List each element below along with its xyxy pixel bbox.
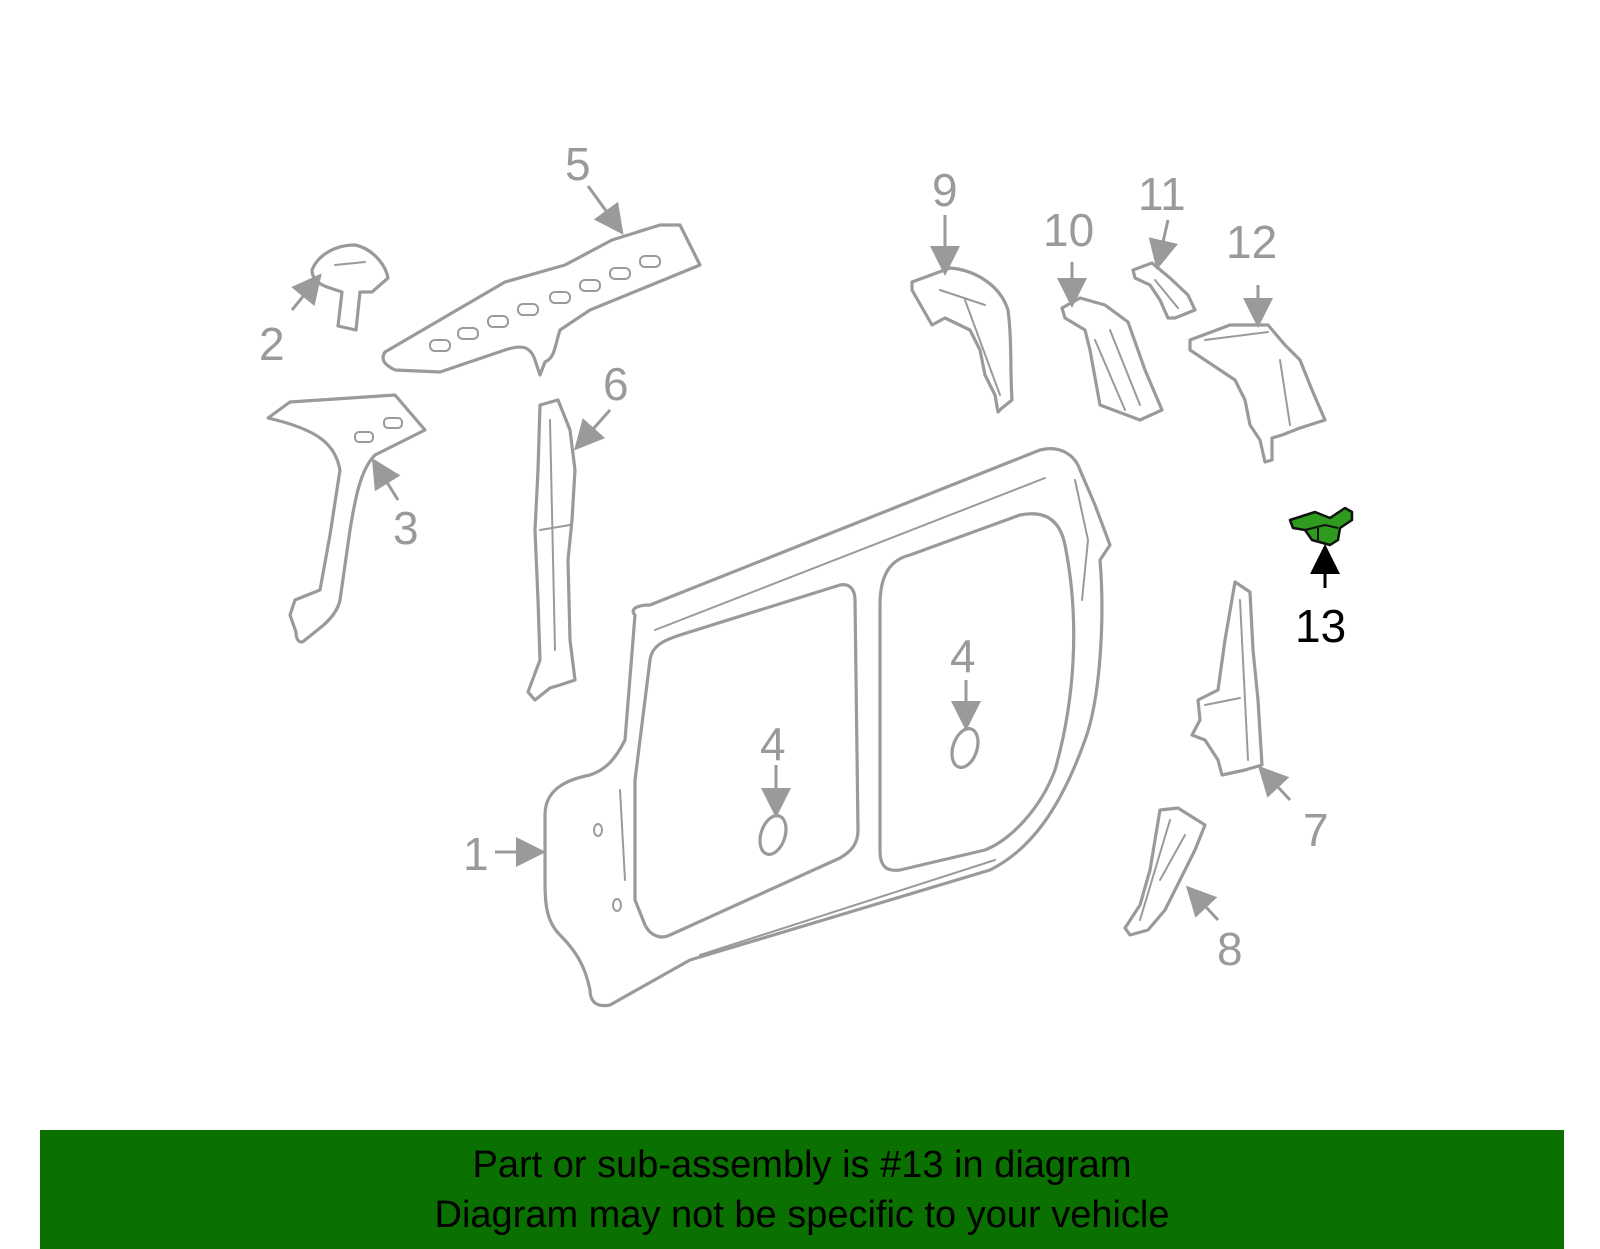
callout-4a: 4 (950, 630, 976, 682)
part-2-bracket (310, 243, 390, 332)
callout-1: 1 (463, 828, 489, 880)
callout-11: 11 (1138, 168, 1186, 220)
banner-line-disclaimer: Diagram may not be specific to your vehi… (434, 1193, 1170, 1236)
callout-7: 7 (1303, 804, 1329, 856)
callout-2: 2 (259, 318, 285, 370)
callout-3: 3 (393, 502, 419, 554)
callout-10: 10 (1043, 204, 1094, 256)
callout-9: 9 (932, 164, 958, 216)
part-6-b-pillar (526, 398, 577, 702)
part-4-plugs (758, 727, 980, 856)
callout-4b: 4 (760, 718, 786, 770)
callout-arrows (290, 185, 1340, 922)
part-11-gusset (1131, 261, 1197, 320)
callout-13: 13 (1295, 600, 1346, 652)
part-3-pillar (266, 393, 427, 644)
part-5-roof-rail (381, 223, 702, 377)
part-1-side-panel (543, 447, 1112, 1008)
part-8-extension (1123, 806, 1207, 937)
callout-labels: 1 2 3 4 4 5 6 7 8 9 10 11 12 13 (259, 138, 1346, 975)
banner-line-part: Part or sub-assembly is #13 in diagram (472, 1143, 1132, 1186)
part-7-rear-pillar (1190, 580, 1264, 777)
part-12-wheelhouse (1188, 323, 1327, 464)
part-13-highlighted-bracket (1288, 506, 1354, 547)
callout-6: 6 (603, 358, 629, 410)
callout-5: 5 (565, 138, 591, 190)
parts-diagram: 1 2 3 4 4 5 6 7 8 9 10 11 12 13 (259, 138, 1354, 1008)
info-banner: Part or sub-assembly is #13 in diagram D… (40, 1130, 1564, 1249)
part-9-pillar-upper (910, 266, 1014, 414)
callout-12: 12 (1226, 216, 1277, 268)
callout-8: 8 (1217, 923, 1243, 975)
part-10-inner-panel (1060, 296, 1164, 422)
